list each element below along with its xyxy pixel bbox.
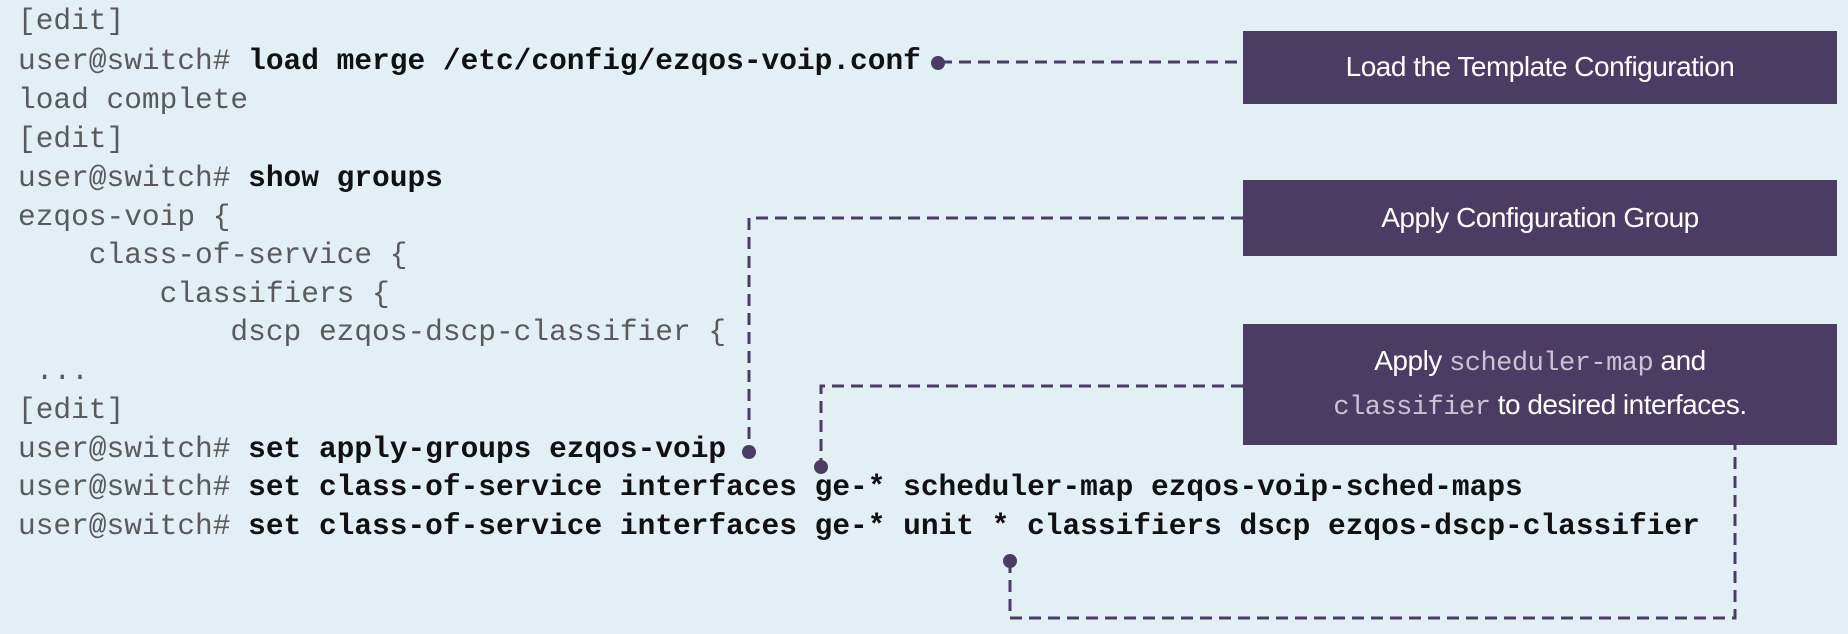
terminal-line: user@switch# set class-of-service interf… [18, 468, 1523, 507]
dot-marker [814, 460, 828, 474]
callout-apply-maps: Apply scheduler-map and classifier to de… [1243, 324, 1837, 445]
terminal-line: user@switch# show groups [18, 159, 443, 198]
dot-marker [742, 445, 756, 459]
prompt: [edit] [18, 4, 125, 38]
terminal-line: user@switch# load merge /etc/config/ezqo… [18, 42, 921, 81]
command: show groups [248, 161, 443, 195]
connector-classifier [1008, 445, 1737, 620]
prompt: ... [18, 354, 89, 388]
connector-apply-maps [819, 384, 1243, 465]
prompt: user@switch# [18, 161, 249, 195]
text: and [1653, 345, 1706, 377]
callout-load-template: Load the Template Configuration [1243, 31, 1837, 104]
callout-text: Load the Template Configuration [1345, 51, 1735, 83]
terminal-line: [edit] [18, 120, 124, 159]
connector-apply-group [747, 216, 1243, 450]
terminal-line: user@switch# set class-of-service interf… [18, 507, 1700, 546]
dot-marker [1003, 554, 1017, 568]
text: to desired interfaces. [1490, 388, 1747, 420]
prompt: ezqos-voip { [18, 200, 231, 234]
prompt: class-of-service { [18, 238, 408, 272]
terminal-line: load complete [18, 81, 248, 120]
callout-text: Apply scheduler-map and classifier to de… [1333, 341, 1747, 427]
command: set class-of-service interfaces ge-* sch… [248, 470, 1523, 504]
prompt: user@switch# [18, 470, 249, 504]
text: Apply [1374, 345, 1450, 377]
terminal-line: [edit] [18, 2, 124, 41]
command: set class-of-service interfaces ge-* uni… [248, 509, 1700, 543]
terminal-line: classifiers { [18, 275, 390, 314]
prompt: classifiers { [18, 277, 390, 311]
command: load merge /etc/config/ezqos-voip.conf [248, 44, 921, 78]
terminal-line: [edit] [18, 391, 124, 430]
terminal-line: ezqos-voip { [18, 198, 230, 237]
dot-marker [931, 56, 945, 70]
prompt: user@switch# [18, 432, 249, 466]
prompt: dscp ezqos-dscp-classifier { [18, 315, 727, 349]
terminal-line: user@switch# set apply-groups ezqos-voip [18, 430, 726, 469]
prompt: [edit] [18, 393, 125, 427]
code-text: scheduler-map [1449, 349, 1654, 380]
prompt: user@switch# [18, 509, 249, 543]
terminal-line: class-of-service { [18, 236, 408, 275]
prompt: [edit] [18, 122, 125, 156]
command: set apply-groups ezqos-voip [248, 432, 727, 466]
prompt: load complete [18, 83, 249, 117]
prompt: user@switch# [18, 44, 249, 78]
terminal-line: dscp ezqos-dscp-classifier { [18, 313, 726, 352]
callout-text: Apply Configuration Group [1381, 201, 1699, 233]
terminal-line: ... [18, 352, 89, 391]
callout-apply-group: Apply Configuration Group [1243, 180, 1837, 256]
code-text: classifier [1333, 392, 1491, 423]
